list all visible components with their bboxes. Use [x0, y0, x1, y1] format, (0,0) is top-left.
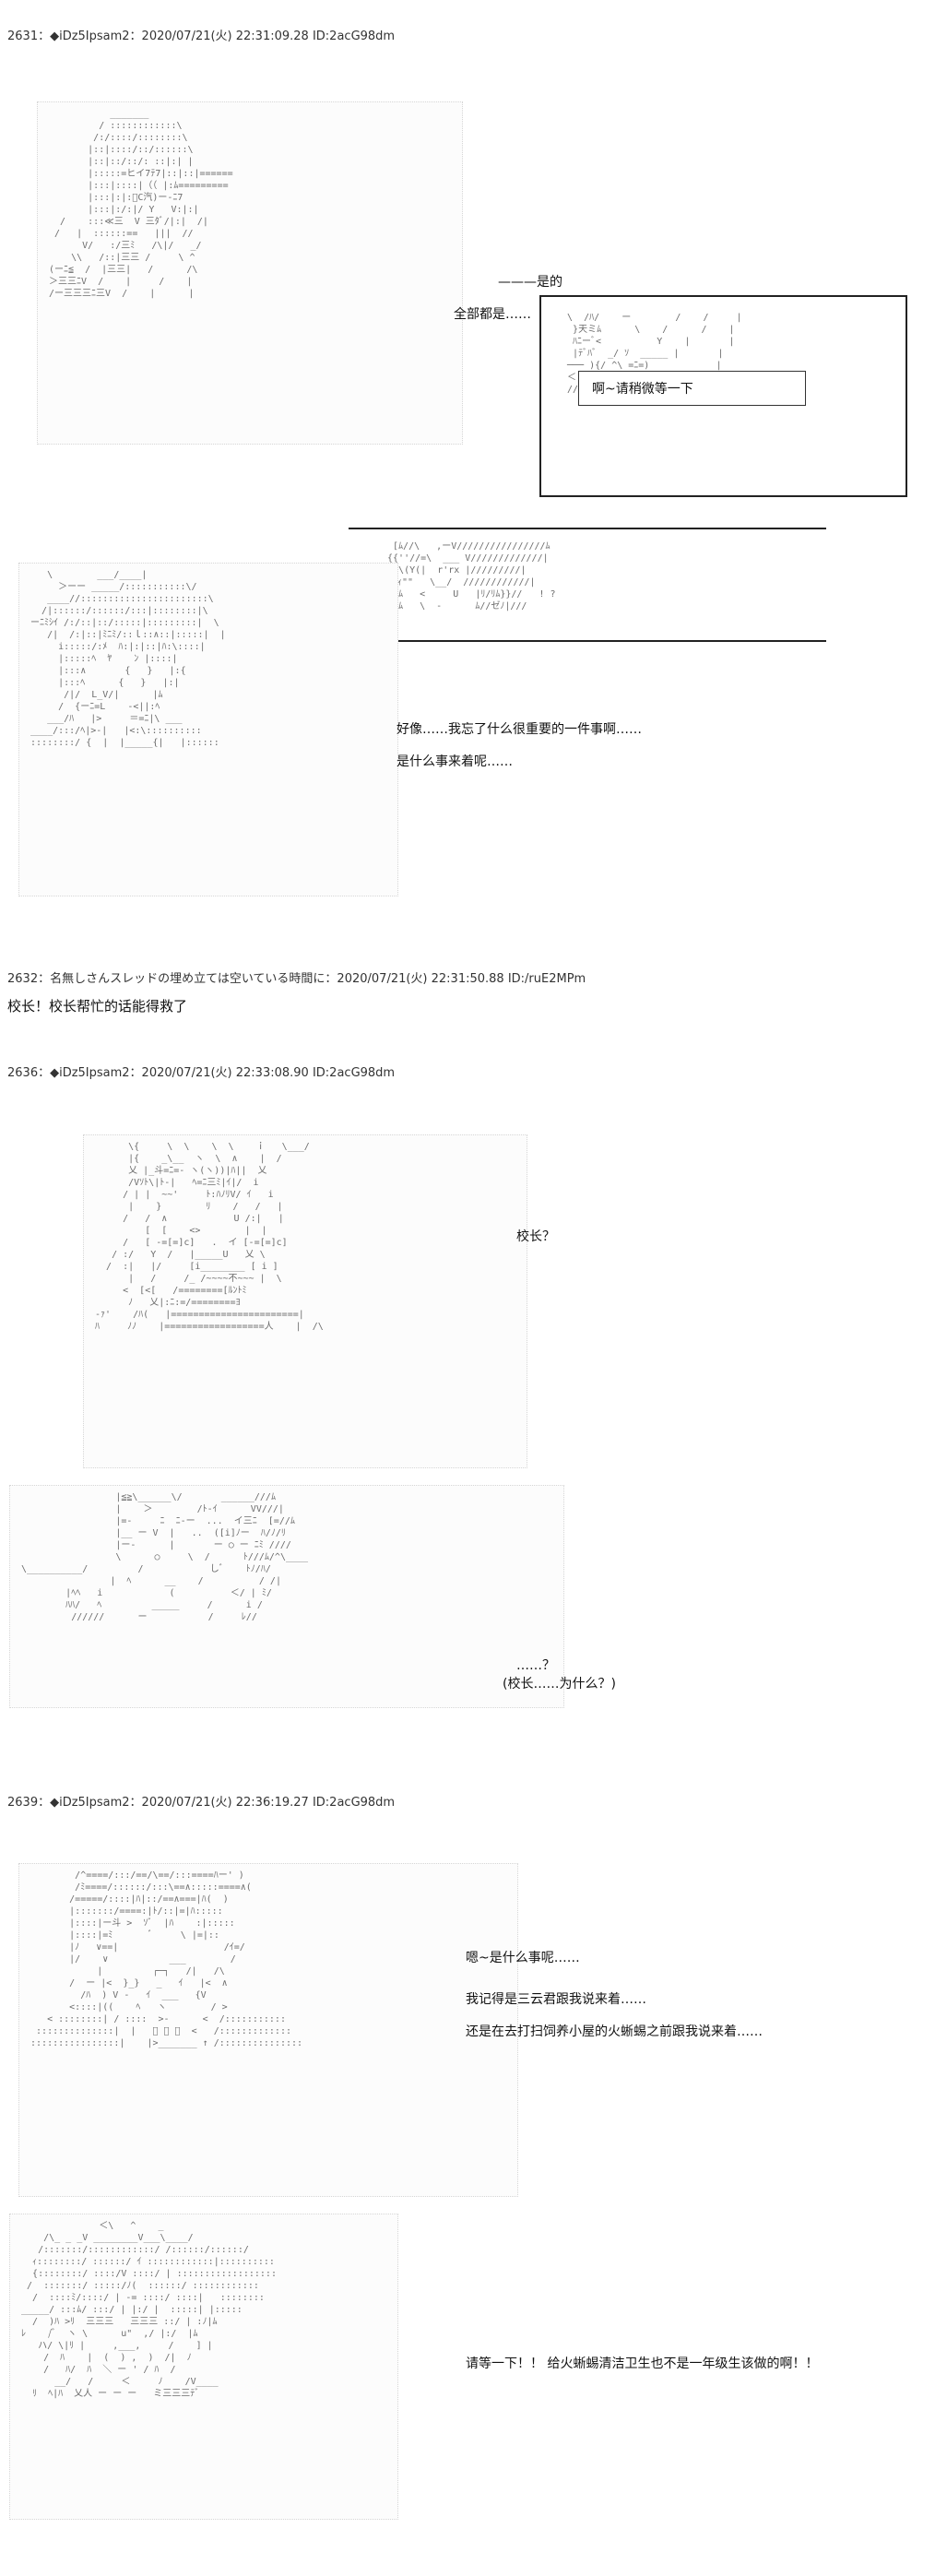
post-text-2632: 校长！校长帮忙的话能得救了: [7, 998, 188, 1015]
line-dots-q: ……？: [516, 1658, 555, 1673]
line-shi-de: ———是的: [498, 275, 562, 290]
line-forgot: 好像……我忘了什么很重要的一件事啊……: [397, 722, 642, 737]
line-what: 是什么事来着呢……: [397, 754, 513, 769]
post-header-2631: 2631：◆iDz5Ipsam2：2020/07/21(火) 22:31:09.…: [7, 30, 396, 43]
ascii-art-shouting: [ﾑ//\ ,ーV////////////////ﾑ {{''//=\ ___ …: [376, 535, 800, 633]
ascii-art-character-cap: _______ / ::::::::::::\ /:/::::/::::::::…: [37, 101, 463, 445]
inner-box-wait: [578, 371, 806, 406]
line-2639-4: 请等一下！！ 给火蜥蜴清洁卫生也不是一年级生该做的啊！！: [466, 2356, 819, 2371]
post-header-2636: 2636：◆iDz5Ipsam2：2020/07/21(火) 22:33:08.…: [7, 1066, 396, 1080]
ascii-art-girl-shouting: ＜\ ^ _ /\_ _ _V ________V___\____/ /::::…: [9, 2214, 398, 2520]
speech-frame-forgot: [ﾑ//\ ,ーV////////////////ﾑ {{''//=\ ___ …: [349, 528, 826, 642]
ascii-art-principal-closeup: |≦≧\______\/ ______///ﾑ | ＞ /ﾄ-ｲ VV///| …: [9, 1485, 564, 1708]
ascii-art-character-hat: \ ___/____| ＞ーー _____/:::::::::::\/ ____…: [18, 563, 398, 896]
ascii-art-girl-thinking: /^====/:::/==/\==/:::====ﾊー' ) /ﾐ====/::…: [18, 1863, 518, 2197]
speech-frame-waiting: \ /ﾊ/ ー / / | }天ミﾑ \ / / | ﾊﾆーﾞ< Y | | |…: [539, 295, 907, 497]
line-principal-q: 校长？: [516, 1229, 555, 1244]
line-wait: 啊~请稍微等一下: [592, 382, 693, 397]
line-2639-2: 我记得是三云君跟我说来着……: [466, 1992, 646, 2007]
line-2639-3: 还是在去打扫饲养小屋的火蜥蜴之前跟我说来着……: [466, 2024, 763, 2039]
post-header-2639: 2639：◆iDz5Ipsam2：2020/07/21(火) 22:36:19.…: [7, 1796, 396, 1810]
line-why: (校长……为什么？): [503, 1677, 616, 1692]
line-quanbu: 全部都是……: [454, 307, 531, 322]
ascii-art-principal-glasses: \{ \ \ \ \ ｉ \___/ |{ _\__ ヽ \ ∧ | / 乂 |…: [83, 1134, 527, 1468]
line-2639-1: 嗯~是什么事呢……: [466, 1951, 580, 1965]
post-header-2632: 2632：名無しさんスレッドの埋め立ては空いている時間に：2020/07/21(…: [7, 972, 586, 986]
